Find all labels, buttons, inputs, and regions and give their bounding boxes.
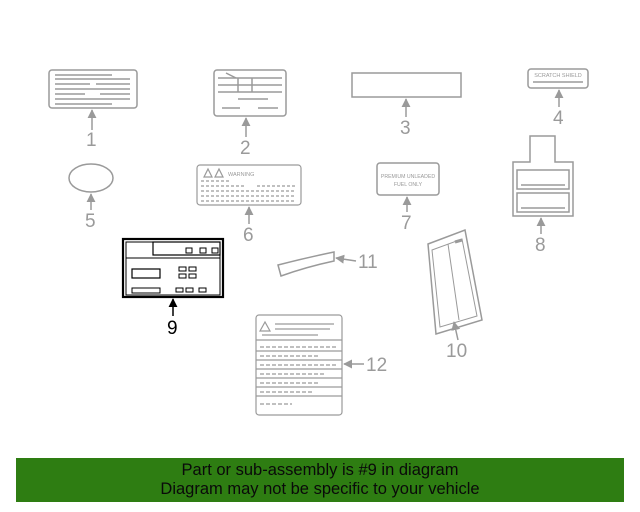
callout-5[interactable]: 5 [85, 211, 96, 232]
part-4-scratch-shield-label[interactable] [527, 68, 589, 107]
part-12-caution-label[interactable] [255, 314, 364, 416]
callout-11[interactable]: 11 [358, 252, 378, 273]
callout-9[interactable]: 9 [167, 318, 178, 339]
part-1-label[interactable] [48, 69, 138, 130]
banner-line-2: Diagram may not be specific to your vehi… [160, 480, 480, 498]
callout-6[interactable]: 6 [243, 225, 254, 246]
part-9-label-selected[interactable] [121, 237, 225, 316]
callout-3[interactable]: 3 [400, 118, 411, 139]
callout-7[interactable]: 7 [401, 213, 412, 234]
banner-line-1: Part or sub-assembly is #9 in diagram [181, 461, 459, 479]
part-8-tag-label[interactable] [512, 135, 574, 234]
part-3-label[interactable] [351, 72, 462, 117]
callout-4[interactable]: 4 [553, 108, 564, 129]
part-6-warning-label[interactable] [196, 164, 302, 224]
callout-8[interactable]: 8 [535, 235, 546, 256]
scratch-shield-text: SCRATCH SHIELD [534, 73, 582, 79]
parts-diagram: 1 2 3 SCRATCH SHIELD 4 5 [48, 68, 589, 416]
fuel-text-line2: FUEL ONLY [394, 182, 423, 188]
fuel-text-line1: PREMIUM UNLEADED [381, 174, 435, 180]
callout-2[interactable]: 2 [240, 138, 251, 159]
warning-text: WARNING [228, 172, 254, 178]
part-7-fuel-label[interactable] [376, 162, 440, 212]
part-10-sleeve-label[interactable] [427, 228, 483, 341]
info-banner: Part or sub-assembly is #9 in diagram Di… [16, 458, 624, 502]
part-2-label[interactable] [213, 69, 287, 137]
part-5-oval-label[interactable] [68, 163, 114, 210]
part-11-strip-label[interactable] [277, 251, 357, 277]
callout-1[interactable]: 1 [86, 130, 97, 151]
callout-12[interactable]: 12 [366, 355, 387, 376]
callout-10[interactable]: 10 [446, 341, 467, 362]
